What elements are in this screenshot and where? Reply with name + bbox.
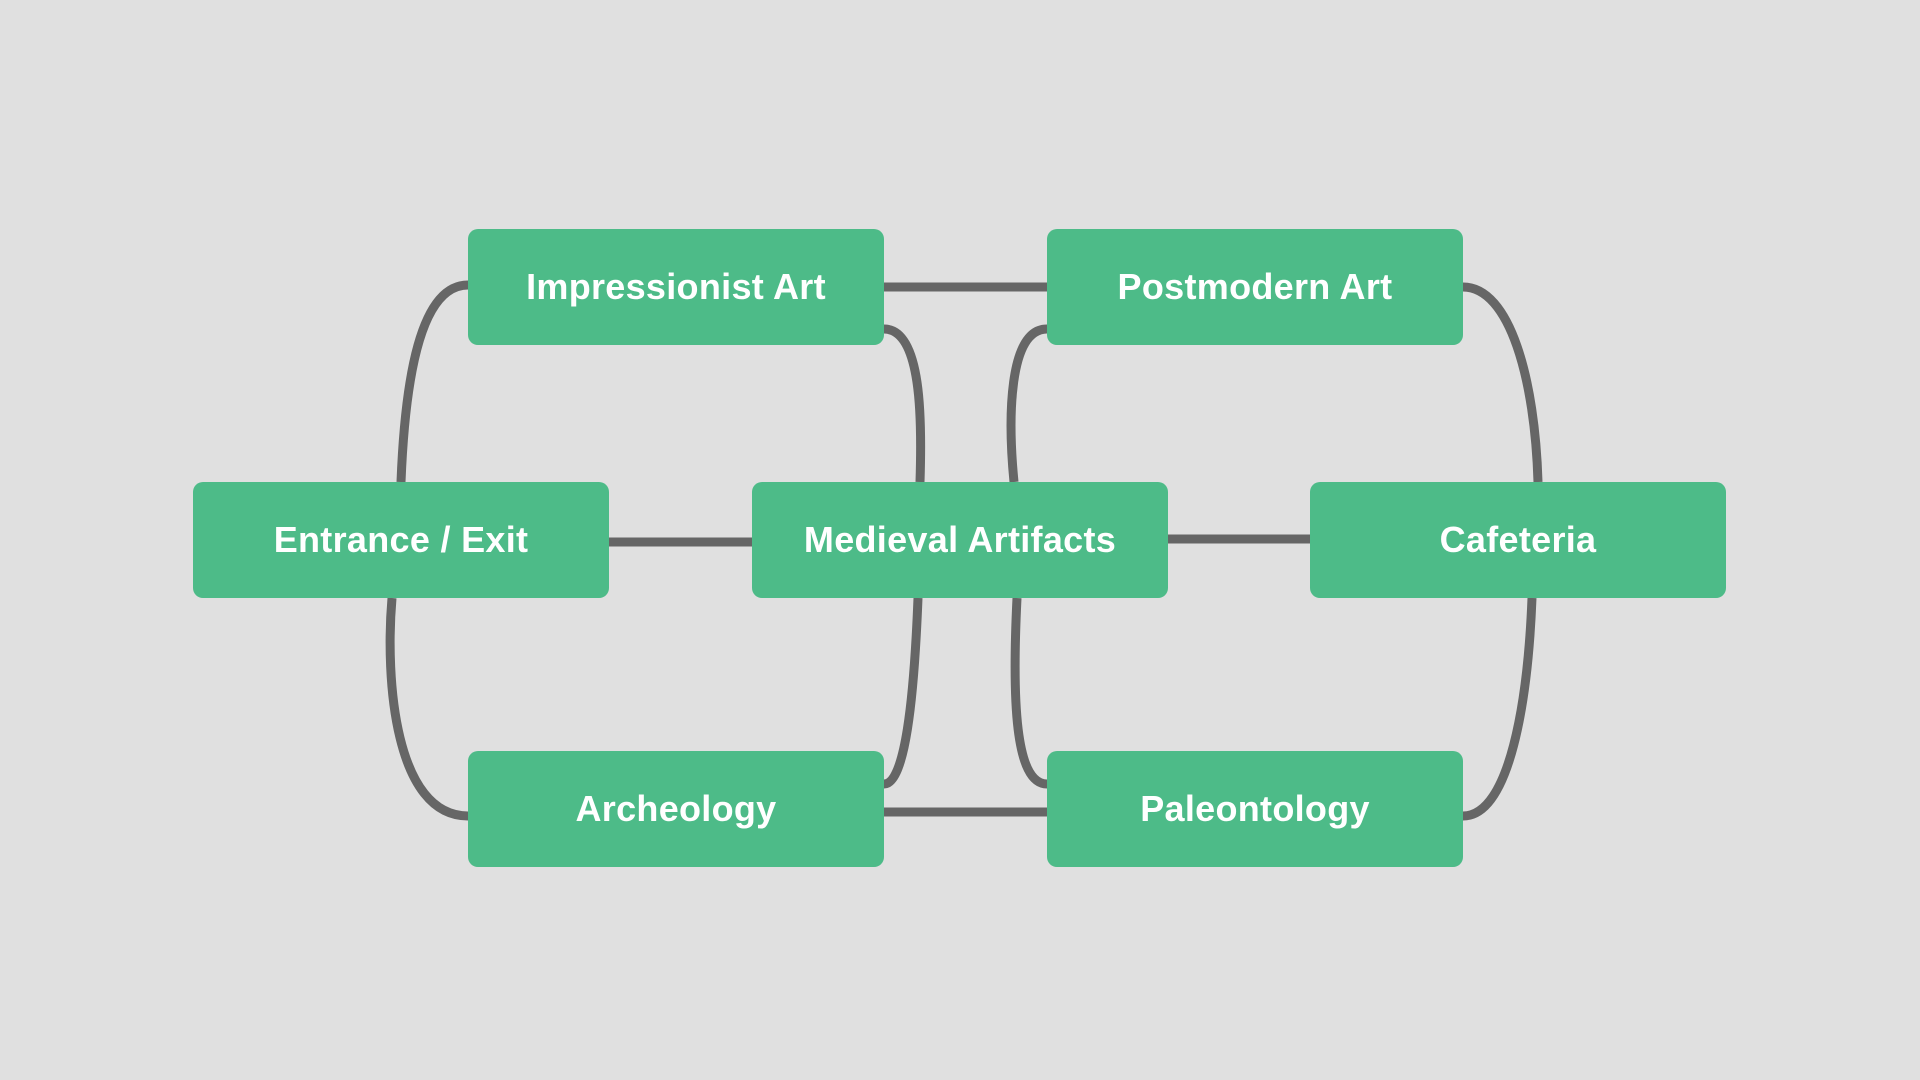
room-label: Impressionist Art <box>526 266 826 307</box>
room-cafeteria[interactable]: Cafeteria <box>1310 482 1726 598</box>
room-label: Archeology <box>575 788 777 829</box>
connector-postmodern-cafeteria <box>1462 282 1543 483</box>
room-medieval-artifacts[interactable]: Medieval Artifacts <box>752 482 1168 598</box>
room-label: Entrance / Exit <box>273 519 529 560</box>
room-postmodern-art[interactable]: Postmodern Art <box>1047 229 1463 345</box>
room-paleontology[interactable]: Paleontology <box>1047 751 1463 867</box>
connector-postmodern-medieval <box>1006 324 1048 483</box>
room-label: Medieval Artifacts <box>803 519 1117 560</box>
connector-impressionist-entrance <box>396 280 469 483</box>
room-label: Paleontology <box>1140 788 1370 829</box>
connector-medieval-archeology <box>882 597 923 789</box>
connector-impressionist-medieval <box>883 324 926 483</box>
room-label: Cafeteria <box>1439 519 1597 560</box>
room-entrance-exit[interactable]: Entrance / Exit <box>193 482 609 598</box>
connector-medieval-paleontology <box>1010 597 1048 789</box>
connector-entrance-archeology <box>385 597 469 821</box>
room-impressionist-art[interactable]: Impressionist Art <box>468 229 884 345</box>
connector-cafeteria-paleontology <box>1462 597 1537 821</box>
room-label: Postmodern Art <box>1117 266 1393 307</box>
room-archeology[interactable]: Archeology <box>468 751 884 867</box>
